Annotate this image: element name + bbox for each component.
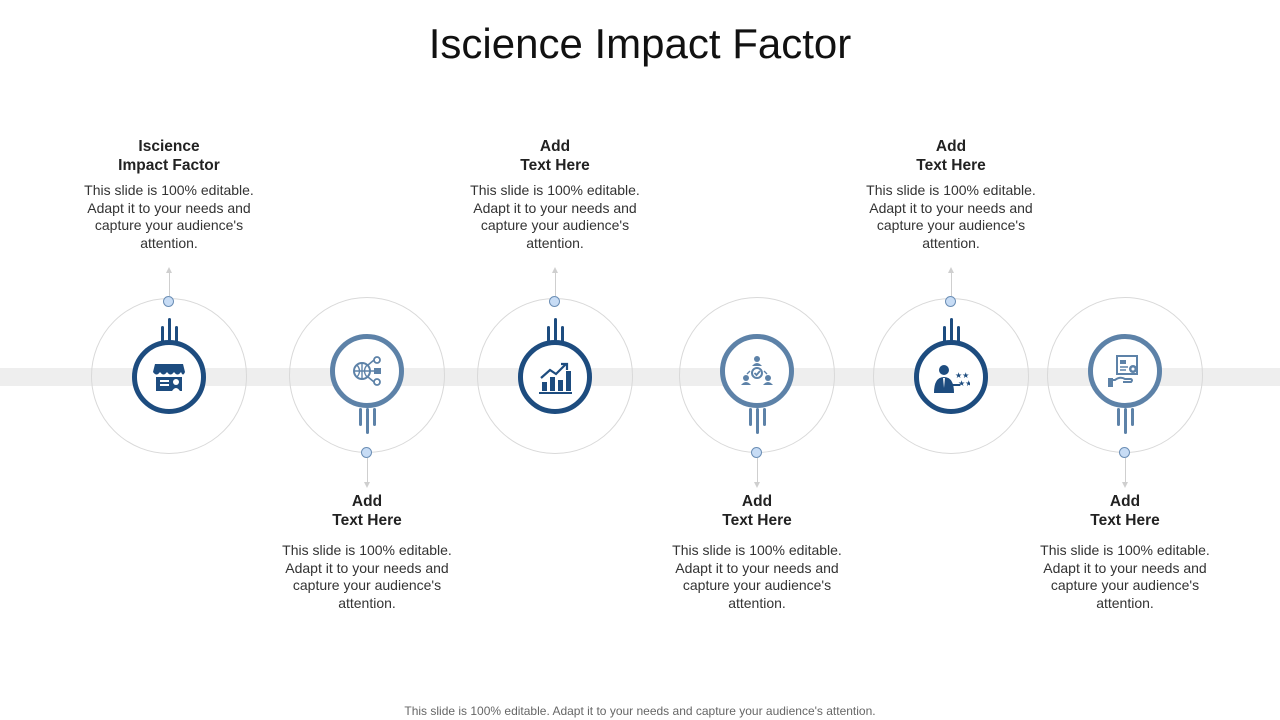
step-icon-disc: [330, 334, 404, 408]
businessman-rating-icon: ★★★ ★★: [934, 365, 970, 393]
connector-dot: [361, 447, 372, 458]
connector-dot: [945, 296, 956, 307]
hand-document-icon: [1108, 355, 1138, 387]
step-icon-disc: [1088, 334, 1162, 408]
svg-text:★★: ★★: [958, 379, 970, 388]
connector-line: [367, 458, 368, 482]
connector-dot: [1119, 447, 1130, 458]
step-description: This slide is 100% editable. Adapt it to…: [470, 182, 640, 251]
step-icon-disc: ★★★ ★★: [914, 340, 988, 414]
arrow-up-icon: [948, 267, 954, 273]
decor-bars: [941, 318, 963, 349]
connector-line: [757, 458, 758, 482]
slide-title: Iscience Impact Factor: [428, 20, 852, 67]
step-heading: Add Text Here: [332, 493, 402, 529]
svg-text:★★★: ★★★: [955, 371, 970, 380]
step-description: This slide is 100% editable. Adapt it to…: [84, 182, 254, 251]
step-description: This slide is 100% editable. Adapt it to…: [672, 542, 842, 611]
connector-dot: [751, 447, 762, 458]
connector-line: [1125, 458, 1126, 482]
arrow-down-icon: [364, 482, 370, 488]
step-icon-disc: [132, 340, 206, 414]
arrow-up-icon: [552, 267, 558, 273]
arrow-down-icon: [754, 482, 760, 488]
step-heading: Add Text Here: [916, 138, 986, 174]
step-description: This slide is 100% editable. Adapt it to…: [866, 182, 1036, 251]
connector-line: [555, 272, 556, 296]
connector-line: [169, 272, 170, 296]
arrow-up-icon: [166, 267, 172, 273]
step-description: This slide is 100% editable. Adapt it to…: [1040, 542, 1210, 611]
step-icon-disc: [720, 334, 794, 408]
decor-bars: [1115, 408, 1137, 439]
step-icon-disc: [518, 340, 592, 414]
footer-note: This slide is 100% editable. Adapt it to…: [404, 704, 876, 718]
decor-bars: [159, 318, 181, 349]
connector-dot: [549, 296, 560, 307]
growth-chart-icon: [539, 362, 572, 394]
step-heading: Iscience Impact Factor: [118, 138, 220, 174]
step-description: This slide is 100% editable. Adapt it to…: [282, 542, 452, 611]
global-network-icon: [353, 356, 381, 386]
step-heading: Add Text Here: [520, 138, 590, 174]
connector-dot: [163, 296, 174, 307]
storefront-icon: [153, 364, 185, 391]
step-heading: Add Text Here: [1090, 493, 1160, 529]
team-network-icon: [741, 356, 773, 385]
decor-bars: [545, 318, 567, 349]
connector-line: [951, 272, 952, 296]
decor-bars: [357, 408, 379, 439]
decor-bars: [747, 408, 769, 439]
step-heading: Add Text Here: [722, 493, 792, 529]
arrow-down-icon: [1122, 482, 1128, 488]
